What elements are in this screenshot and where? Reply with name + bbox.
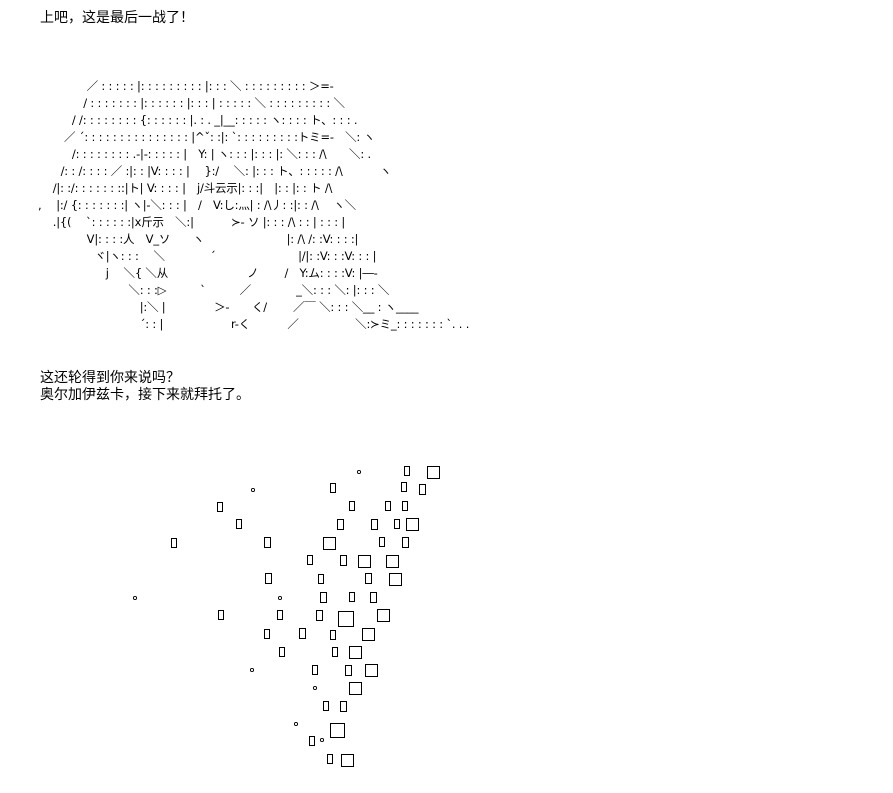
glyph-box bbox=[218, 610, 224, 620]
glyph-square bbox=[386, 555, 399, 568]
glyph-box bbox=[419, 484, 426, 495]
glyph-dot bbox=[312, 685, 318, 691]
ascii-art-line: , |:/ {: : : : : : :| ヽ|-＼: : : | / V:し:… bbox=[38, 198, 356, 212]
glyph-box bbox=[312, 665, 318, 675]
glyph-square bbox=[323, 537, 336, 550]
glyph-box bbox=[236, 519, 242, 529]
glyph-square bbox=[358, 555, 371, 568]
glyph-box bbox=[402, 537, 409, 548]
glyph-box bbox=[385, 501, 391, 511]
ascii-art-character: ／ : : : : : |: : : : : : : : : |: : : ＼ … bbox=[38, 78, 508, 350]
glyph-square bbox=[362, 628, 375, 641]
dialogue-line-1: 上吧，这是最后一战了！ bbox=[40, 10, 194, 26]
glyph-box bbox=[217, 502, 223, 512]
glyph-box bbox=[309, 736, 315, 746]
glyph-dot bbox=[277, 595, 283, 601]
glyph-box bbox=[401, 482, 407, 492]
glyph-box bbox=[332, 647, 338, 657]
glyph-box bbox=[402, 501, 408, 511]
ascii-art-line: j ＼{ ＼从 ノ / Y:ム: : : :V: |―- bbox=[105, 266, 378, 280]
ascii-art-line: / /: : : : : : : : {: : : : : : |. : . _… bbox=[71, 113, 358, 127]
glyph-box bbox=[379, 537, 385, 547]
ascii-art-line: ／ ´: : : : : : : : : : : : : : : |^ˇ: :|… bbox=[64, 130, 375, 144]
ascii-art-line: /|: :/: : : : : : ::|ト| V: : : : | j/斗云示… bbox=[52, 181, 333, 195]
glyph-box bbox=[365, 573, 372, 584]
ascii-art-line: .|{( ˋ: : : : : :|x斤示 ＼:| ≻- ソ |: : : /\… bbox=[52, 215, 346, 229]
glyph-box bbox=[316, 610, 323, 621]
ascii-art-line: ˊ: : | r-く ／ ＼:≻ミ_: : : : : : : ˋ. . . bbox=[38, 317, 470, 331]
ascii-art-line: ／ : : : : : |: : : : : : : : : |: : : ＼ … bbox=[86, 79, 334, 93]
ascii-art-line: / : : : : : : : |: : : : : : |: : : | : … bbox=[83, 96, 345, 110]
ascii-art-line: /: : /: : : : ／ :|: : |V: : : : | }:/ ＼:… bbox=[60, 164, 392, 178]
glyph-square bbox=[406, 518, 419, 531]
glyph-square bbox=[330, 723, 345, 738]
dialogue-line-2: 这还轮得到你来说吗？ bbox=[40, 370, 180, 386]
glyph-box bbox=[277, 610, 283, 620]
glyph-square bbox=[427, 466, 440, 479]
glyph-box bbox=[404, 466, 410, 476]
glyph-square bbox=[349, 646, 362, 659]
glyph-box bbox=[340, 555, 347, 566]
glyph-box bbox=[318, 574, 324, 584]
ascii-art-line: ヾ|ヽ: : : ＼ ´ |/|: :V: : :V: : : | bbox=[94, 249, 377, 263]
ascii-art-line: V|: : : :人 V_ソ ヽ |: /\ /: :V: : : :| bbox=[86, 232, 359, 246]
glyph-square bbox=[349, 682, 362, 695]
glyph-square bbox=[377, 609, 390, 622]
glyph-box bbox=[330, 630, 336, 640]
glyph-dot bbox=[132, 595, 138, 601]
glyph-dot bbox=[293, 721, 299, 727]
glyph-dot bbox=[319, 737, 325, 743]
glyph-box bbox=[264, 629, 270, 639]
glyph-dot bbox=[356, 469, 362, 475]
glyph-box bbox=[349, 592, 355, 602]
glyph-box bbox=[330, 483, 336, 493]
glyph-square bbox=[341, 754, 354, 767]
glyph-box bbox=[340, 701, 347, 712]
glyph-square bbox=[389, 573, 402, 586]
glyph-box bbox=[345, 665, 352, 676]
glyph-box bbox=[349, 501, 355, 511]
glyph-box bbox=[394, 519, 400, 529]
glyph-box bbox=[307, 555, 313, 565]
ascii-art-line: |:＼ | ＞- く/ ／￣ ＼: : : ＼__ : ヽ____ bbox=[139, 300, 419, 314]
glyph-box bbox=[320, 592, 327, 603]
glyph-box bbox=[171, 538, 177, 548]
glyph-box bbox=[337, 519, 344, 530]
glyph-box bbox=[327, 754, 333, 764]
glyph-box bbox=[323, 701, 329, 711]
glyph-box bbox=[371, 519, 378, 530]
ascii-art-line: /: : : : : : : : .-|-: : : : : | Y: | ヽ:… bbox=[71, 147, 371, 161]
glyph-dot bbox=[249, 667, 255, 673]
glyph-box bbox=[370, 592, 377, 603]
glyph-square bbox=[338, 611, 354, 627]
ascii-art-line: ＼: : :▷ ` ／ _＼: : : ＼: |: : : ＼ bbox=[128, 283, 390, 297]
glyph-dot bbox=[250, 487, 256, 493]
dialogue-line-3: 奥尔加伊兹卡，接下来就拜托了。 bbox=[40, 387, 250, 403]
glyph-box bbox=[265, 573, 272, 584]
glyph-square bbox=[365, 664, 378, 677]
glyph-box bbox=[264, 537, 271, 548]
glyph-box bbox=[279, 647, 285, 657]
glyph-box bbox=[299, 628, 306, 639]
